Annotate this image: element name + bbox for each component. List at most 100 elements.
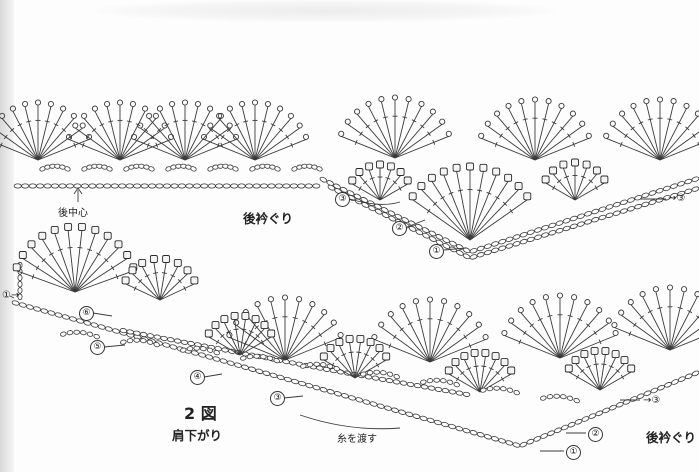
shoulder-chain-main: [533, 436, 542, 442]
fan-bottom-pc-3-picot: [580, 350, 589, 359]
fan-top-r-0: [394, 101, 410, 159]
fan-top-r-2: [676, 121, 682, 125]
fan-bottom-1-loop: [412, 298, 419, 305]
foundation-chain-top: [13, 183, 22, 189]
fan-bottom-pc-1: [354, 345, 372, 379]
neck-chain-top-2: [541, 232, 549, 238]
shoulder-chain-main: [615, 401, 624, 408]
neck-chain-top-2: [627, 206, 635, 212]
fan-bottom-pc-3: [601, 363, 607, 366]
arch-bottom-2: [206, 347, 214, 353]
back-neck-label-bottom: 後衿ぐり: [646, 430, 697, 445]
fan-v-right: [580, 175, 586, 179]
fan-bottom-1-loop: [378, 321, 385, 328]
fan-left-big-picot: [123, 251, 132, 259]
shoulder-chain-main: [581, 416, 590, 422]
fan-bottom-2: [547, 314, 553, 318]
fan-top-r-1: [534, 108, 562, 161]
fan-v-right-picot: [559, 160, 568, 169]
foundation-chain-top: [304, 183, 313, 189]
fan-top-0: [37, 127, 83, 161]
shoulder-chain-main: [283, 376, 292, 383]
fan-v-center-picot: [492, 167, 501, 176]
neck-chain-top: [548, 222, 557, 229]
fan-bottom-pc-3: [575, 374, 580, 380]
fan-top-r-0: [373, 119, 379, 123]
neck-chain-top: [442, 237, 450, 244]
fan-top-r-1: [513, 121, 519, 125]
foundation-chain-top: [66, 183, 75, 189]
fan-bottom-3: [647, 309, 653, 314]
fan-bottom-pc-1: [348, 351, 354, 354]
row-1-left-arrow: [9, 295, 15, 299]
fan-v-left: [379, 175, 401, 201]
fan-top-1-loop: [91, 105, 98, 112]
fan-top-2-loop: [226, 122, 233, 129]
fan-v-center-picot: [523, 192, 532, 201]
fan-bottom-3: [669, 291, 685, 351]
foundation-chain-top: [36, 183, 45, 189]
fan-v-center: [431, 181, 471, 241]
fan-top-r-2: [624, 133, 628, 138]
fan-top-r-1: [567, 133, 571, 138]
fan-top-0: [12, 110, 39, 161]
foundation-chain-top: [28, 183, 37, 189]
fan-top-2: [184, 127, 230, 161]
row-marker-3-bottom-right: →③: [643, 395, 661, 406]
fan-left-small-picot: [173, 258, 182, 267]
fan-top-r-2: [659, 108, 687, 161]
fan-left-big: [31, 247, 76, 293]
arch-bottom-6: [453, 381, 460, 388]
fan-v-center: [469, 171, 484, 241]
shoulder-chain-main: [560, 424, 569, 431]
fan-top-r-2: [647, 118, 653, 121]
fan-v-center: [456, 171, 471, 241]
fan-left-big-picot: [77, 222, 86, 231]
fan-bottom-pc-1-picot: [366, 338, 375, 347]
shoulder-chain-main: [650, 387, 659, 394]
fan-bottom-1-loop: [387, 311, 394, 318]
fan-bottom-2-loop: [542, 294, 549, 301]
row-5-arrow: [103, 344, 126, 348]
neck-chain-top: [555, 220, 564, 226]
fan-left-big-picot: [114, 240, 123, 249]
fan-v-center: [440, 196, 445, 200]
shoulder-chain-main: [671, 379, 679, 385]
neck-chain-top-2: [562, 225, 571, 232]
arch-bottom-0: [93, 333, 100, 340]
fan-bottom-1: [463, 334, 467, 340]
fan-top-2: [148, 118, 186, 161]
arch-bottom-0: [86, 331, 94, 337]
fan-top-0: [44, 120, 50, 123]
neck-chain-top: [677, 181, 685, 187]
foundation-chain-top: [170, 183, 179, 189]
fan-bottom-2-loop: [501, 329, 508, 337]
fan-left-big: [31, 274, 35, 280]
fan-left-small: [159, 266, 179, 301]
neck-chain-top: [584, 211, 592, 217]
arch-top-6: [316, 166, 323, 172]
fan-top-r-2: [612, 125, 661, 161]
shoulder-chain-2: [413, 383, 422, 389]
neck-chain-top: [456, 244, 464, 250]
fan-bottom-1: [429, 339, 486, 363]
fan-v-center-picot: [466, 162, 474, 171]
fan-bottom-pc-0: [241, 328, 247, 331]
fan-bottom-3-loop: [694, 291, 699, 298]
fan-bottom-3-loop: [639, 291, 646, 298]
fan-top-r-2: [659, 143, 699, 161]
fan-bottom-pc-1: [354, 342, 361, 379]
fan-left-small: [144, 274, 150, 278]
fan-left-big-picot: [27, 240, 36, 249]
shoulder-chain-main: [602, 407, 610, 414]
fan-left-big-picot: [103, 231, 112, 240]
fan-v-center-picot: [514, 182, 523, 191]
fan-top-r-0: [341, 135, 396, 159]
fan-top-3: [241, 106, 256, 161]
foundation-chain-top: [155, 183, 164, 189]
fan-left-small-picot: [190, 276, 199, 285]
fan-bottom-1: [429, 326, 480, 363]
fan-top-r-0: [427, 131, 431, 136]
shoulder-chain-2: [462, 391, 471, 397]
